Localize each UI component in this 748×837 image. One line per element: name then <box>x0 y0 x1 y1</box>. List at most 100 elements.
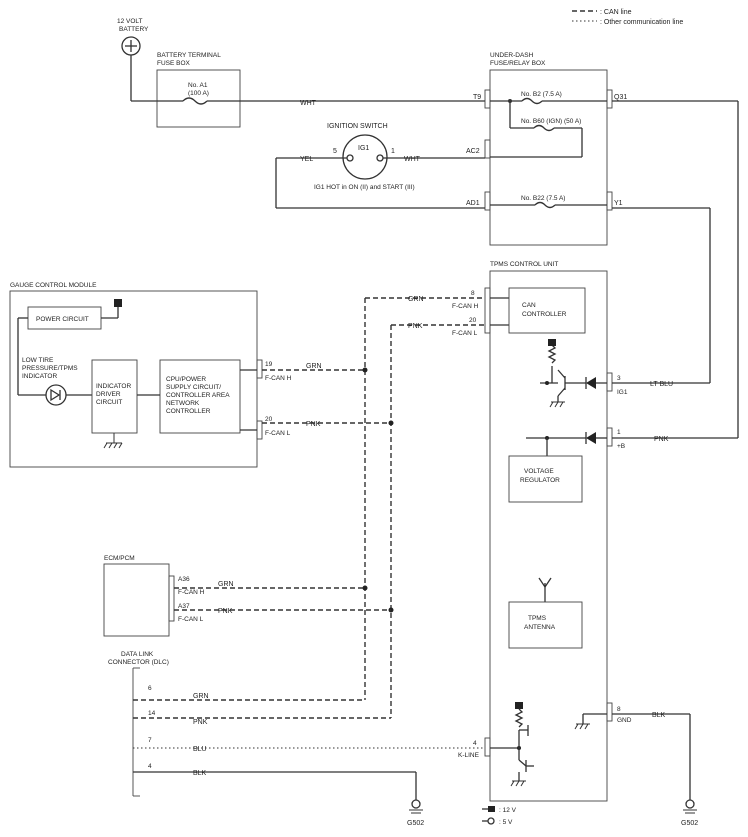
antenna-icon <box>538 577 552 589</box>
diode-b-icon <box>586 432 596 444</box>
cpu-can-controller-box <box>159 359 241 434</box>
tpms-antenna-box <box>508 601 583 649</box>
tpms-pin1: 1 <box>617 429 621 436</box>
voltage-legend: : 12 V : 5 V <box>482 806 517 826</box>
tpms-pin8b: 8 <box>617 706 621 713</box>
wire-ltblu-label: LT BLU <box>650 381 673 388</box>
fuse-a1-icon <box>182 97 208 105</box>
gauge-fcanl: F-CAN L <box>265 430 291 437</box>
can-grn-gauge-label: GRN <box>306 363 322 370</box>
ground-g502-right-label: G502 <box>681 820 698 827</box>
fuse-b60-label: No. B60 (IGN) (50 A) <box>521 118 581 125</box>
wire-blk-dlc-label: BLK <box>193 770 207 777</box>
battery-terminal-fuse-box: BATTERY TERMINAL FUSE BOX No. A1 (100 A) <box>156 52 241 128</box>
driver-label-1: INDICATOR <box>96 383 131 390</box>
tpms-plusb: +B <box>617 443 625 450</box>
terminal-y1: Y1 <box>614 200 623 207</box>
fuse-b22-label: No. B22 (7.5 A) <box>521 195 565 202</box>
data-link-connector: DATA LINK CONNECTOR (DLC) 6 GRN 14 PNK 7… <box>108 651 485 800</box>
can-pnk-ecm-label: PNK <box>218 608 233 615</box>
underdash-fuse-relay-box: UNDER-DASH FUSE/RELAY BOX T9 Q31 AC2 AD1… <box>466 52 627 246</box>
ignition-pin1: 1 <box>391 148 395 155</box>
terminal-ac2: AC2 <box>466 148 480 155</box>
legend: : CAN line : Other communication line <box>572 9 683 26</box>
underdash-title-2: FUSE/RELAY BOX <box>490 60 546 67</box>
ground-g502-left-label: G502 <box>407 820 424 827</box>
gauge-pin20: 20 <box>265 416 273 423</box>
fuse-a1-name: No. A1 <box>188 82 208 89</box>
tpms-kline: K-LINE <box>458 752 480 759</box>
tpms-ig1: IG1 <box>617 389 628 396</box>
can-pnk-dlc-label: PNK <box>193 719 208 726</box>
wire-wht-main-label: WHT <box>300 100 317 107</box>
can-grn-dlc-label: GRN <box>193 693 209 700</box>
cpu-label-3: CONTROLLER AREA <box>166 392 230 399</box>
fuse-b2-icon <box>521 97 543 105</box>
tpms-pin3: 3 <box>617 375 621 382</box>
tpms-title: TPMS CONTROL UNIT <box>490 261 558 268</box>
battery-label-1: 12 VOLT <box>117 18 143 25</box>
ignition-ig1: IG1 <box>358 145 369 152</box>
ecm-fcanl: F-CAN L <box>178 616 204 623</box>
can-bus: GRN GRN PNK PNK <box>262 296 485 718</box>
indicator-label-3: INDICATOR <box>22 373 57 380</box>
can-controller-label-1: CAN <box>522 302 536 309</box>
ecm-pcm: ECM/PCM A36 F-CAN H A37 F-CAN L GRN PNK <box>103 555 391 637</box>
battery-label-2: BATTERY <box>119 26 149 33</box>
legend-5v: : 5 V <box>499 819 513 826</box>
5v-symbol-icon <box>487 817 495 825</box>
ignition-pin5: 5 <box>333 148 337 155</box>
can-controller-label-2: CONTROLLER <box>522 311 567 318</box>
battery-fuse-box-title-1: BATTERY TERMINAL <box>157 52 221 59</box>
battery-fuse-box-title-2: FUSE BOX <box>157 60 191 67</box>
gauge-pin19: 19 <box>265 361 273 368</box>
cpu-label-2: SUPPLY CIRCUIT/ <box>166 384 221 391</box>
terminal-q31: Q31 <box>614 94 627 101</box>
fuse-a1-rating: (100 A) <box>188 90 209 97</box>
ground-g502-left-icon <box>411 799 421 809</box>
wire-pnk-b-label: PNK <box>654 436 669 443</box>
driver-label-2: DRIVER <box>96 391 121 398</box>
ground-g502-right-icon <box>685 799 695 809</box>
antenna-label-1: TPMS <box>528 615 547 622</box>
underdash-title-1: UNDER-DASH <box>490 52 534 59</box>
power-circuit-label: POWER CIRCUIT <box>36 316 89 323</box>
terminal-ad1: AD1 <box>466 200 480 207</box>
vreg-label-2: REGULATOR <box>520 477 560 484</box>
legend-can-line: : CAN line <box>600 9 632 16</box>
ground-g502-left: G502 <box>407 799 424 827</box>
12v-source-icon <box>114 299 122 307</box>
vreg-label-1: VOLTAGE <box>524 468 554 475</box>
wire-blk-tpms-label: BLK <box>652 712 666 719</box>
12v-symbol-icon <box>488 806 495 812</box>
wire-yel-label: YEL <box>300 156 313 163</box>
can-grn-ecm-label: GRN <box>218 581 234 588</box>
tpms-pin8: 8 <box>471 290 475 297</box>
can-pnk-tpms-label: PNK <box>408 323 423 330</box>
dlc-pin14: 14 <box>148 710 156 717</box>
terminal-t9: T9 <box>473 94 481 101</box>
wire-wht-ign-label: WHT <box>404 156 421 163</box>
gauge-control-module: GAUGE CONTROL MODULE POWER CIRCUIT LOW T… <box>9 282 292 468</box>
dlc-title-2: CONNECTOR (DLC) <box>108 659 169 666</box>
legend-12v: : 12 V <box>499 807 517 814</box>
gauge-title: GAUGE CONTROL MODULE <box>10 282 97 289</box>
ecm-a37: A37 <box>178 603 190 610</box>
fuse-b60-icon <box>533 124 555 132</box>
fuse-b22-icon <box>534 201 556 209</box>
dlc-pin4: 4 <box>148 763 152 770</box>
kline-blu-label: BLU <box>193 746 207 753</box>
fuse-b2-label: No. B2 (7.5 A) <box>521 91 562 98</box>
battery: 12 VOLT BATTERY <box>117 18 157 102</box>
diode-ig1-icon <box>586 377 596 389</box>
antenna-label-2: ANTENNA <box>524 624 556 631</box>
ecm-title: ECM/PCM <box>104 555 135 562</box>
indicator-label-2: PRESSURE/TPMS <box>22 365 78 372</box>
indicator-lamp-icon <box>45 384 67 406</box>
ground-g502-right: G502 <box>681 799 698 827</box>
can-grn-tpms-label: GRN <box>408 296 424 303</box>
can-pnk-gauge-label: PNK <box>306 421 321 428</box>
cpu-label-4: NETWORK <box>166 400 200 407</box>
tpms-control-unit: TPMS CONTROL UNIT 8 F-CAN H 20 F-CAN L C… <box>452 261 738 802</box>
